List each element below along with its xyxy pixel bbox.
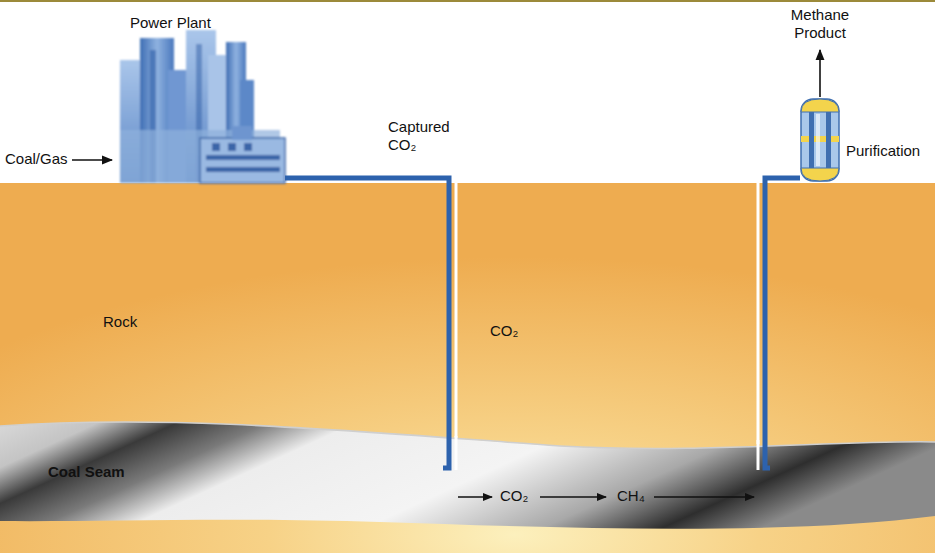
- shaft-edge: [455, 436, 458, 470]
- shaft-edge: [757, 183, 760, 444]
- feed-arrow: [72, 159, 112, 161]
- purification-vessel-shape: [800, 98, 840, 182]
- injection-well: [443, 418, 449, 468]
- text-label: Rock: [103, 313, 137, 331]
- coal-seam: Coal Seam: [0, 418, 935, 535]
- gas-pipe: [765, 178, 800, 418]
- node-label: Power Plant: [130, 14, 211, 32]
- seam-edge: [0, 422, 935, 448]
- product-arrow: [819, 50, 821, 97]
- text-label: CH₄: [617, 487, 645, 505]
- flow-arrow: [458, 496, 492, 498]
- node-label: Purification: [846, 142, 920, 160]
- node-label: Coal Seam: [48, 463, 125, 481]
- purification-vessel: Purification: [800, 98, 840, 182]
- shaft-edge: [455, 183, 458, 438]
- power-plant: Power Plant: [118, 10, 285, 183]
- text-label: Methane Product: [783, 6, 857, 42]
- rock-ground: [0, 183, 935, 553]
- coal-seam-band: [0, 422, 935, 529]
- flow-arrow: [540, 496, 606, 498]
- shaft-edge: [757, 440, 760, 470]
- gas-pipe: [285, 178, 449, 418]
- text-label: Captured CO₂: [388, 118, 452, 154]
- text-label: Coal/Gas: [5, 150, 68, 168]
- production-well: [765, 418, 770, 468]
- text-label: CO₂: [490, 322, 518, 340]
- text-label: CO₂: [500, 487, 528, 505]
- top-rule: [0, 0, 935, 2]
- power-plant-illustration: [120, 30, 285, 183]
- flow-arrow: [654, 496, 754, 498]
